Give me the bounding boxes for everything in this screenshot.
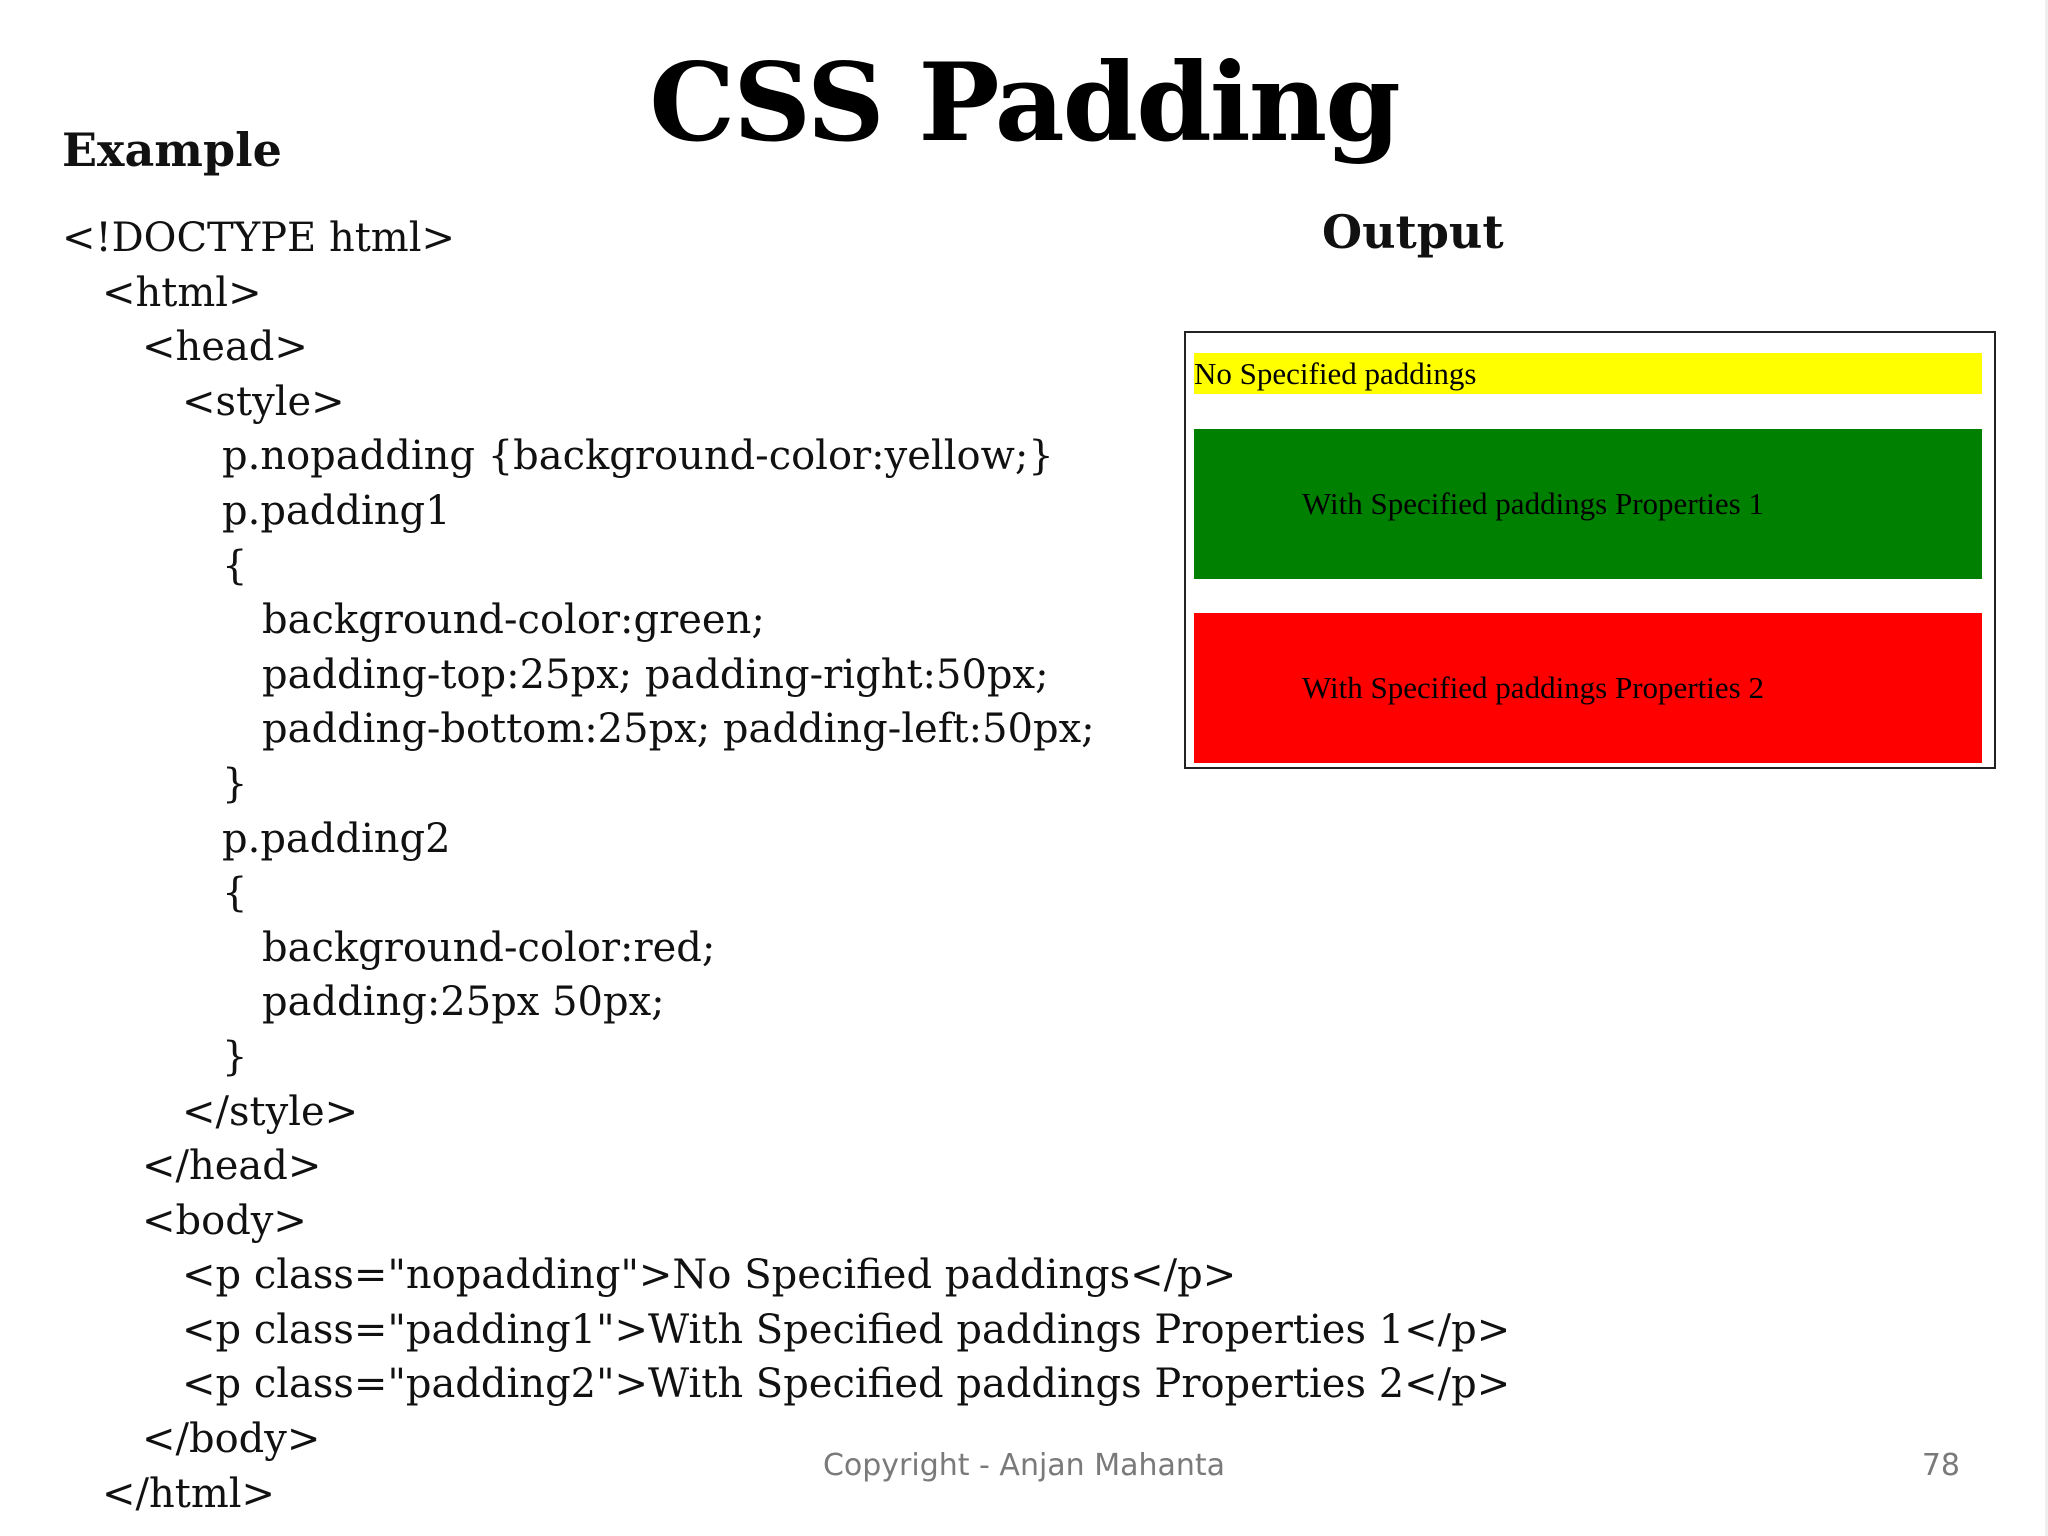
code-line: </head> — [142, 1143, 322, 1190]
footer-copyright: Copyright - Anjan Mahanta — [822, 1448, 1226, 1483]
code-line: padding-top:25px; padding-right:50px; — [262, 651, 1049, 698]
code-line: <head> — [142, 324, 308, 371]
code-line: <body> — [142, 1197, 307, 1244]
code-line: </html> — [102, 1470, 276, 1517]
example-heading: Example — [62, 123, 282, 177]
code-line: <html> — [102, 269, 262, 316]
code-line: <style> — [182, 378, 345, 425]
code-line: { — [222, 870, 248, 917]
code-line: <!DOCTYPE html> — [62, 215, 456, 261]
code-line: </body> — [142, 1416, 321, 1463]
code-line: p.padding1 — [222, 487, 451, 534]
output-heading: Output — [1322, 205, 1504, 259]
code-line: } — [222, 760, 248, 807]
demo-paragraph-padding2: With Specified paddings Properties 2 — [1194, 613, 1982, 763]
code-line: padding:25px 50px; — [262, 979, 665, 1026]
code-line: { — [222, 542, 248, 589]
code-line: <p class="padding1">With Specified paddi… — [182, 1306, 1511, 1353]
slide-right-edge — [2045, 0, 2048, 1536]
code-line: p.nopadding {background-color:yellow;} — [222, 433, 1054, 480]
demo-paragraph-padding1: With Specified paddings Properties 1 — [1194, 429, 1982, 579]
code-line: background-color:red; — [262, 924, 716, 971]
code-line: p.padding2 — [222, 815, 451, 862]
code-line: <p class="padding2">With Specified paddi… — [182, 1361, 1511, 1408]
code-line: </style> — [182, 1088, 359, 1135]
code-line: <p class="nopadding">No Specified paddin… — [182, 1252, 1237, 1299]
slide-title: CSS Padding — [649, 40, 1401, 166]
output-preview-frame: No Specified paddings With Specified pad… — [1184, 331, 1996, 769]
code-line: padding-bottom:25px; padding-left:50px; — [262, 706, 1095, 753]
demo-paragraph-nopadding: No Specified paddings — [1194, 353, 1982, 394]
code-line: } — [222, 1033, 248, 1080]
page-number: 78 — [1921, 1448, 1960, 1483]
code-line: background-color:green; — [262, 597, 765, 644]
code-listing: <!DOCTYPE html> <html> <head> <style> p.nopa… — [62, 211, 1511, 1521]
